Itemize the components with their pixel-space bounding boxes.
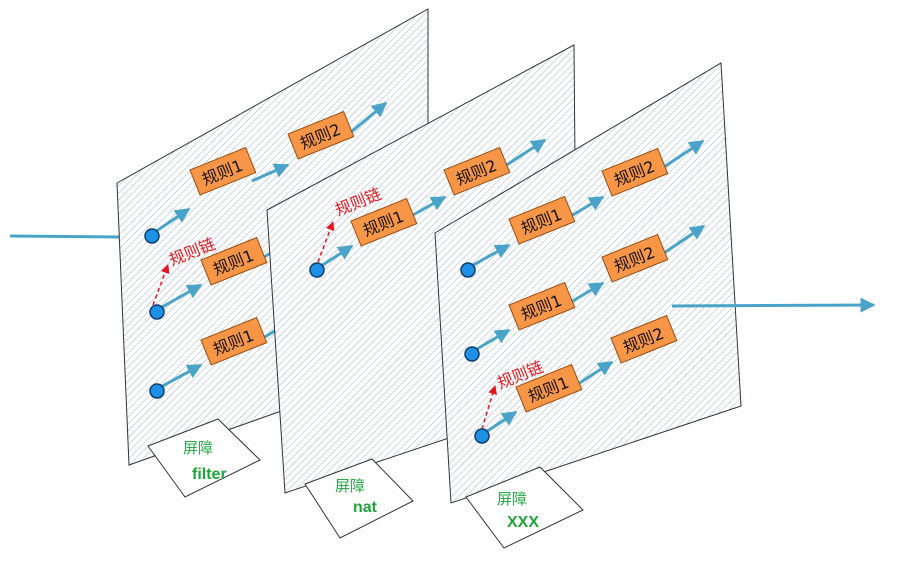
flow-arrow <box>317 244 354 270</box>
rule-box: 规则1 <box>508 281 576 331</box>
barrier-xxx: 屏障 XXX 规则1 规则2 规则1 <box>434 62 742 549</box>
flow-arrow <box>570 281 605 304</box>
chain-start-node <box>474 428 490 444</box>
flow-arrow <box>663 224 706 255</box>
rule-chain: 规则1 规则2 <box>460 139 705 278</box>
flow-arrow <box>151 207 191 236</box>
barrier-tag-line2: nat <box>353 499 378 516</box>
barrier-tag-line1: 屏障 <box>335 477 365 495</box>
flow-arrow <box>349 101 388 135</box>
flow-arrow <box>570 195 605 218</box>
chain-start-node <box>309 262 325 278</box>
barrier-tag-line1: 屏障 <box>497 490 527 508</box>
chain-start-node <box>464 346 480 362</box>
flow-arrow <box>251 163 290 183</box>
flow-arrow <box>504 138 547 168</box>
flow-arrow <box>412 195 447 217</box>
barrier-tag <box>465 466 584 549</box>
output-flow-line <box>671 297 876 313</box>
rule-box: 规则2 <box>610 314 678 364</box>
chain-indicator-arrow <box>481 385 497 430</box>
chain-start-node <box>149 304 165 320</box>
input-flow-line <box>9 234 121 239</box>
flow-arrow <box>663 139 705 169</box>
chain-start-node <box>144 228 160 244</box>
rule-chain: 规则链 规则1 规则2 <box>474 314 678 444</box>
barrier-tag-line2: XXX <box>507 514 539 531</box>
barrier-tag-line2: filter <box>192 466 227 483</box>
flow-arrow <box>156 283 203 312</box>
barrier-tag-line1: 屏障 <box>183 439 213 457</box>
flow-arrow <box>156 363 203 391</box>
flow-arrow <box>467 243 511 270</box>
barrier-tag <box>147 418 261 498</box>
chain-indicator-arrow <box>317 221 335 263</box>
chain-start-node <box>460 262 476 278</box>
flow-arrow <box>577 360 614 386</box>
barrier-tag <box>304 458 414 539</box>
chain-start-node <box>149 383 165 399</box>
flow-arrow <box>471 328 511 354</box>
flow-arrow <box>482 410 518 436</box>
chain-indicator-arrow <box>152 264 170 306</box>
